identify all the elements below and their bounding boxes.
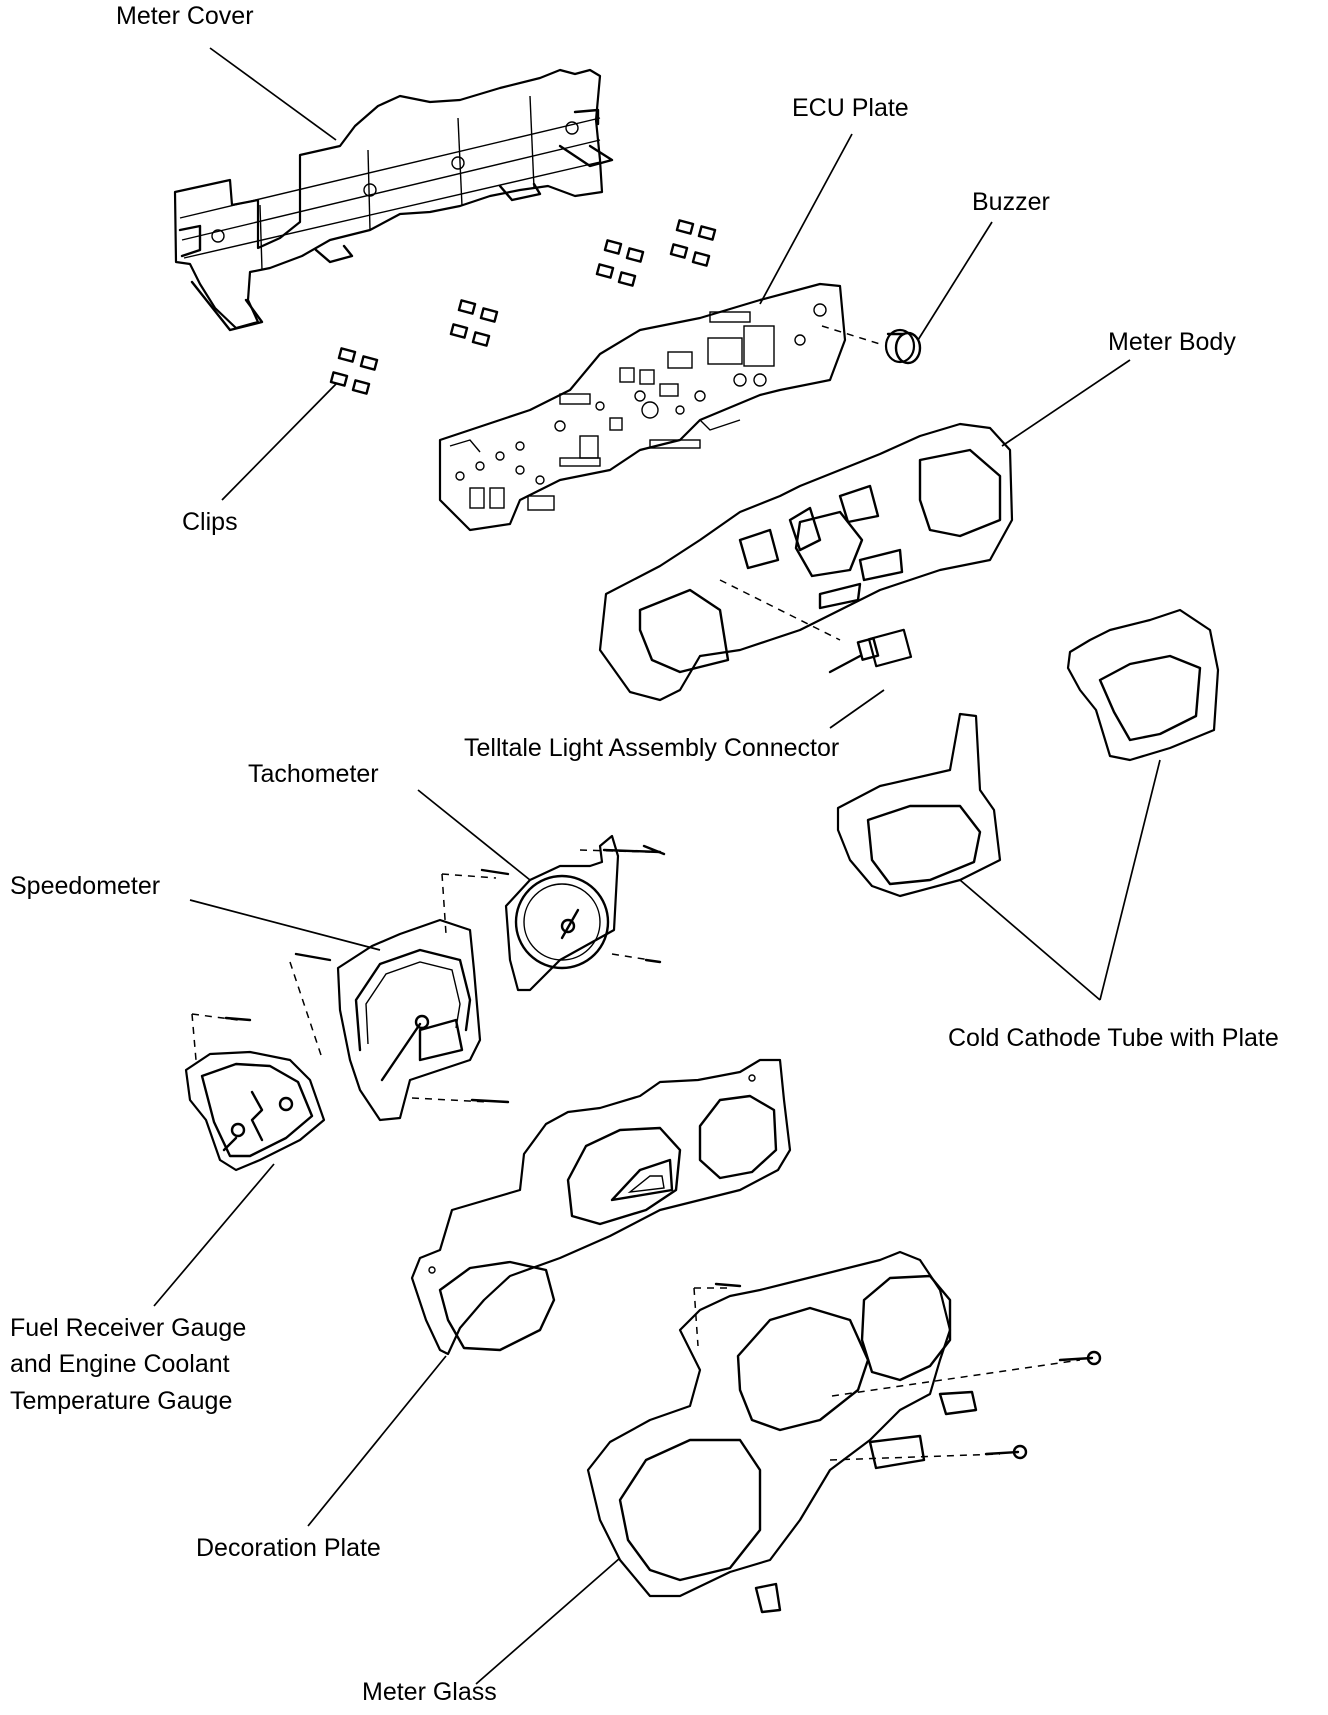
label-ecu-plate: ECU Plate (792, 94, 909, 122)
label-cold-cathode-tube: Cold Cathode Tube with Plate (948, 1024, 1279, 1052)
tachometer-part (504, 834, 666, 992)
decoration-plate-part (410, 1058, 792, 1356)
ecu-plate-part (438, 282, 847, 532)
buzzer-part (821, 325, 922, 365)
label-telltale-connector: Telltale Light Assembly Connector (464, 734, 840, 762)
label-decoration-plate: Decoration Plate (196, 1534, 381, 1562)
speedometer-part (289, 868, 510, 1122)
label-clips: Clips (182, 508, 238, 536)
clips-part (329, 219, 717, 395)
leader-lines (153, 47, 1161, 1685)
cold-cathode-tube-part (836, 608, 1220, 898)
label-meter-cover: Meter Cover (116, 2, 254, 30)
label-meter-glass: Meter Glass (362, 1678, 497, 1706)
label-speedometer: Speedometer (10, 872, 161, 900)
label-tachometer: Tachometer (248, 760, 379, 788)
label-fuel-gauge-line1: Fuel Receiver Gauge (10, 1314, 247, 1342)
label-buzzer: Buzzer (972, 188, 1050, 216)
label-meter-body: Meter Body (1108, 328, 1236, 356)
meter-cover-part (173, 68, 614, 332)
meter-body-part (598, 422, 1014, 702)
label-fuel-gauge-line2: and Engine Coolant (10, 1350, 230, 1378)
fuel-coolant-gauge-part (184, 1013, 326, 1172)
meter-glass-part (586, 1250, 1102, 1614)
label-fuel-gauge-line3: Temperature Gauge (10, 1387, 233, 1415)
